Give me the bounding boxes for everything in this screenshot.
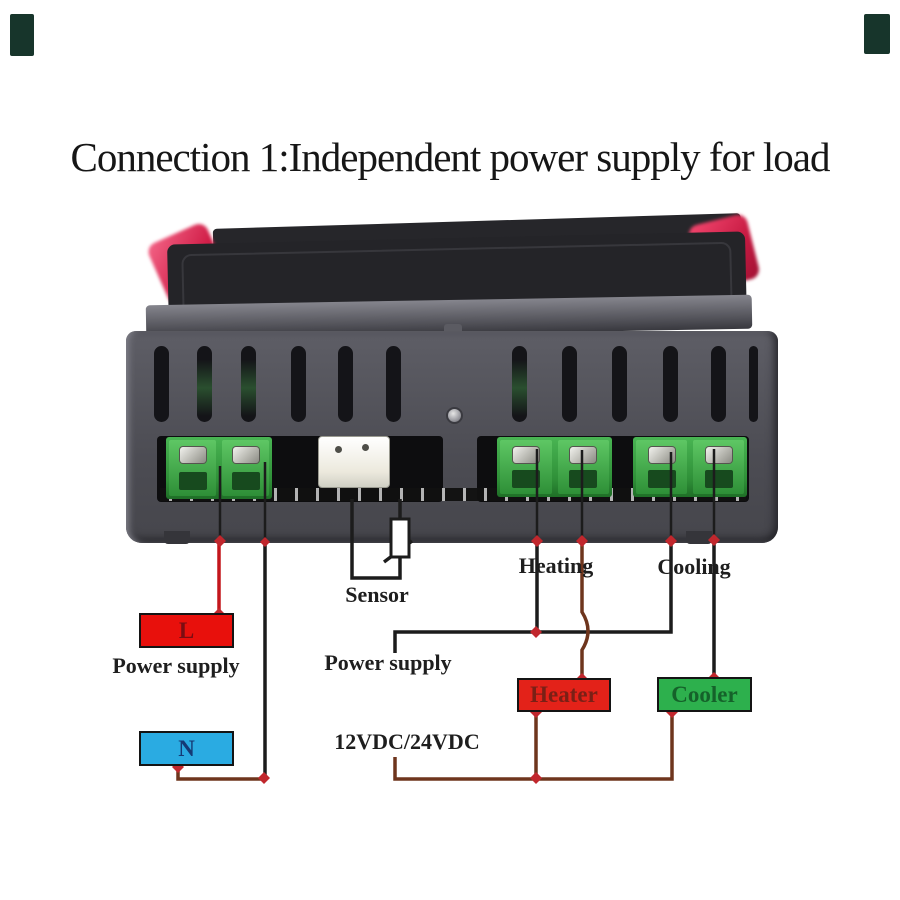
terminal-leads [218,449,716,542]
terminal-screw [636,440,687,494]
vent-slot [562,346,577,422]
wire-neutral-link [176,768,264,781]
device-foot [686,531,712,544]
wire-sensor-loop [350,499,402,580]
heater-box: Heater [517,678,611,712]
wire-heating-2-hop [580,541,590,679]
corner-mark-right [864,14,890,54]
terminal-screw [222,440,269,496]
vent-slot [612,346,627,422]
vent-slot [241,346,256,422]
terminal-screw [500,440,552,494]
live-box: L [139,613,234,648]
sensor-label: Sensor [345,582,409,607]
vent-slot [386,346,401,422]
power-supply-load-label: Power supply [324,650,452,675]
vent-slot [711,346,726,422]
vent-slot [197,346,212,422]
heating-label: Heating [518,553,594,578]
dc-voltage-label: 12VDC/24VDC [334,729,480,754]
sensor-connector [318,436,390,488]
corner-mark-left [10,14,34,56]
cooling-label: Cooling [657,554,731,579]
vent-slot [291,346,306,422]
neutral-box: N [139,731,234,766]
vent-slot [512,346,527,422]
vent-slot [749,346,758,422]
vent-slot [338,346,353,422]
page-title: Connection 1:Independent power supply fo… [70,134,830,180]
terminal-screw [169,440,216,496]
thermistor-symbol [389,517,411,559]
terminal-screw [693,440,744,494]
device-foot [164,531,190,544]
power-supply-left-label: Power supply [112,653,240,678]
vent-slot [154,346,169,422]
vent-slot [663,346,678,422]
screw-hole [446,407,463,424]
cooler-box: Cooler [657,677,752,712]
cooling-terminal-block [633,437,747,497]
